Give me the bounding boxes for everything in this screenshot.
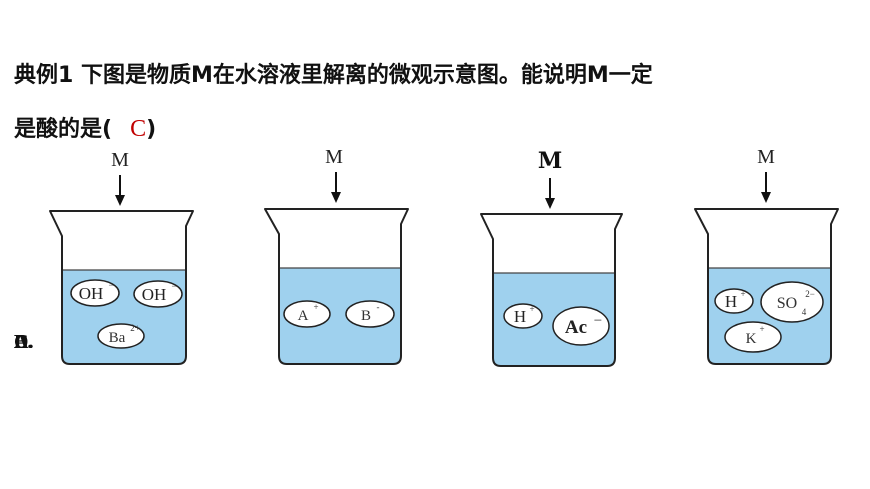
ion-h-c-text: H	[514, 307, 526, 326]
ion-ba-text: Ba	[109, 330, 126, 346]
ion-b-charge: -	[377, 302, 380, 312]
option-label-a: A.	[14, 331, 34, 353]
ion-so4-charge: 2−	[805, 289, 815, 299]
ion-ba-charge: 2+	[130, 323, 140, 333]
ion-oh-2: OH −	[133, 280, 183, 308]
ion-so4-subscript: 4	[802, 307, 807, 317]
beaker-c-outline	[480, 213, 623, 367]
beaker-d-label: M	[757, 146, 775, 168]
beaker-b-water	[279, 268, 401, 364]
ion-k: K +	[724, 321, 782, 353]
option-label-d: D.	[14, 331, 34, 353]
ion-ac-text: Ac	[565, 317, 587, 338]
beaker-b-outline	[264, 208, 409, 365]
question-line-2: 是酸的是( C)	[14, 111, 156, 143]
beaker-a-outline	[49, 210, 194, 365]
option-label-c: C.	[14, 331, 34, 353]
ion-oh-1-text: OH	[79, 284, 104, 303]
beaker-b: M A + B -	[264, 146, 409, 365]
ion-oh-1: OH −	[70, 279, 120, 307]
ion-h-d-text: H	[725, 292, 737, 311]
beaker-d: M H + SO 2− 4 K +	[694, 146, 839, 365]
beaker-c: M H + Ac −	[480, 148, 623, 367]
ion-h-d-charge: +	[740, 289, 745, 299]
ion-so4-text: SO	[777, 295, 797, 312]
beaker-a-label: M	[111, 149, 129, 171]
ion-a-charge: +	[313, 302, 318, 312]
ion-b-text: B	[361, 308, 371, 324]
ion-oh-1-charge: −	[108, 280, 113, 290]
ion-oh-2-text: OH	[142, 285, 167, 304]
question-suffix: )	[146, 117, 157, 142]
beaker-b-label: M	[325, 146, 343, 168]
ion-b: B -	[345, 300, 395, 328]
question-line-1: 典例1 下图是物质M在水溶液里解离的微观示意图。能说明M一定	[14, 63, 653, 88]
ion-k-text: K	[746, 331, 757, 347]
beaker-a-arrowhead	[115, 195, 125, 206]
beaker-d-outline	[694, 208, 839, 365]
answer-text: C	[130, 116, 147, 142]
beaker-d-arrowhead	[761, 192, 771, 203]
option-label-b: B.	[14, 331, 33, 353]
ion-ba: Ba 2+	[97, 323, 145, 349]
ion-h-d: H +	[714, 288, 754, 314]
ion-a-text: A	[298, 308, 309, 324]
ion-ac-charge: −	[594, 313, 602, 329]
question-prefix: 是酸的是(	[14, 117, 113, 142]
ion-ac: Ac −	[552, 306, 610, 346]
ion-so4: SO 2− 4	[760, 281, 824, 323]
ion-oh-2-charge: −	[171, 281, 176, 291]
ion-h-c: H +	[503, 303, 543, 329]
ion-h-c-charge: +	[529, 304, 534, 314]
beaker-b-arrowhead	[331, 192, 341, 203]
beaker-c-arrowhead	[545, 198, 555, 209]
ion-a: A +	[283, 300, 331, 328]
ion-k-charge: +	[759, 324, 764, 334]
beaker-c-label: M	[538, 148, 562, 174]
beaker-a: M OH − OH − Ba 2+	[49, 149, 194, 365]
